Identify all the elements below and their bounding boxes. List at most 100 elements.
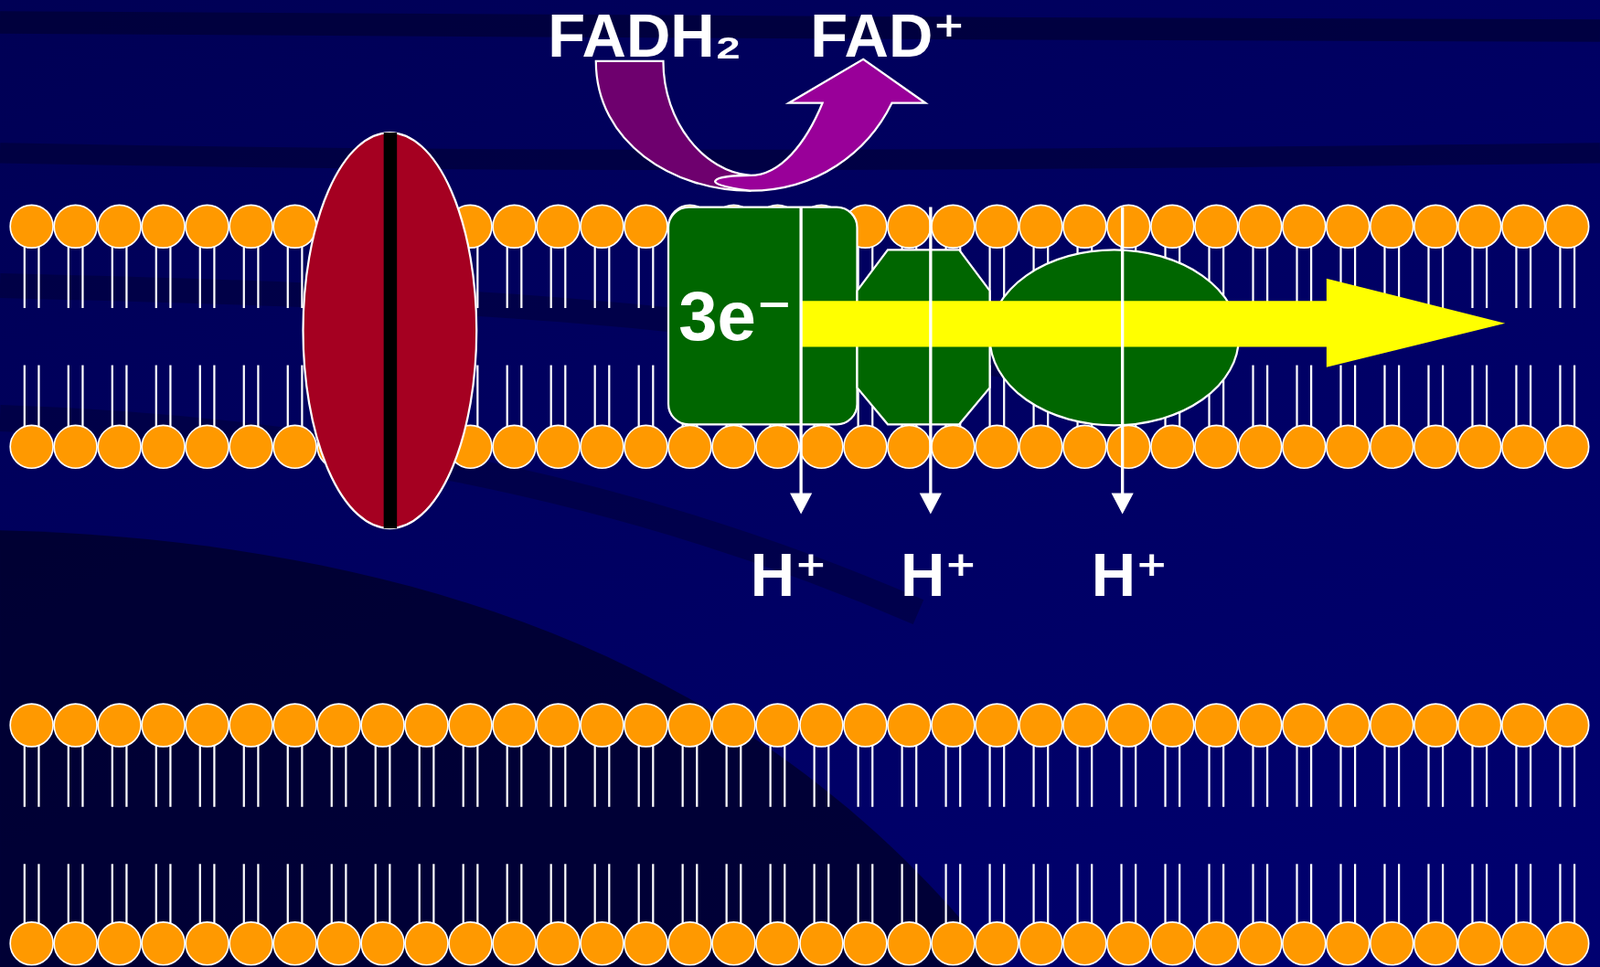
lipid-head	[492, 704, 536, 747]
lipid-tail	[1295, 365, 1298, 429]
lipid-tail	[1471, 864, 1473, 926]
lipid-head	[887, 204, 931, 248]
lipid-head	[405, 922, 448, 966]
lipid-tail	[1529, 365, 1532, 429]
lipid-tail	[1002, 744, 1005, 808]
lipid-head	[800, 425, 843, 469]
lipid-tail	[155, 365, 158, 429]
lipid-head	[97, 204, 141, 248]
lipid-tail	[374, 744, 377, 808]
lipid-tail	[564, 365, 566, 429]
lipid-tail	[1266, 365, 1269, 429]
lipid-tail	[125, 245, 128, 309]
lipid-tail	[944, 744, 947, 808]
complex-box: 3e⁻	[668, 207, 857, 426]
lipid-head	[975, 922, 1019, 966]
lipid-tail	[564, 245, 566, 309]
lipid-tail	[1163, 744, 1166, 808]
lipid-tail	[1529, 245, 1532, 309]
lipid-tail	[1558, 864, 1561, 926]
lipid-tail	[1573, 864, 1576, 926]
lipid-head	[756, 922, 800, 966]
lipid-tail	[827, 744, 830, 808]
lipid-tail	[1032, 744, 1035, 808]
lipid-tail	[1383, 365, 1386, 429]
lipid-tail	[418, 744, 421, 808]
lipid-head	[10, 704, 54, 747]
lipid-head	[185, 922, 229, 966]
lipid-head	[1107, 425, 1151, 469]
lipid-head	[975, 425, 1019, 469]
lipid-tail	[1310, 245, 1312, 309]
lipid-head	[843, 922, 887, 966]
lipid-tail	[213, 245, 215, 309]
lipid-tail	[1178, 864, 1181, 926]
lipid-head	[1370, 704, 1414, 747]
lipid-tail	[213, 744, 215, 808]
lipid-head	[931, 922, 975, 966]
electron-count: 3e⁻	[678, 277, 793, 355]
lipid-tail	[1134, 744, 1137, 808]
lipid-tail	[827, 864, 830, 926]
lipid-head	[668, 425, 712, 469]
lipid-tail	[1441, 864, 1444, 926]
lipid-head	[1107, 204, 1151, 248]
lipid-tail	[476, 744, 479, 808]
proton-arrows	[790, 207, 1133, 514]
lipid-head	[141, 704, 185, 747]
lipid-head	[1063, 204, 1107, 248]
lipid-head	[536, 425, 580, 469]
lipid-head	[361, 704, 405, 747]
lipid-tail	[651, 744, 654, 808]
lipid-tail	[1427, 744, 1430, 808]
lipid-head	[1546, 922, 1590, 966]
lipid-head	[580, 704, 624, 747]
lipid-tail	[1310, 365, 1312, 429]
lipid-tail	[900, 744, 903, 808]
lipid-tail	[256, 245, 259, 309]
lipid-head	[1107, 922, 1151, 966]
lipid-tail	[81, 245, 84, 309]
lipid-head	[887, 425, 931, 469]
lipid-head	[1370, 204, 1414, 248]
lipid-head	[1458, 922, 1502, 966]
lipid-head	[53, 704, 97, 747]
lipid-tail	[23, 744, 26, 808]
lipid-head	[53, 922, 97, 966]
lipid-tail	[199, 744, 202, 808]
lipid-head	[1019, 704, 1063, 747]
lipid-head	[668, 922, 712, 966]
lipid-tail	[125, 864, 128, 926]
lipid-head	[1502, 425, 1546, 469]
lipid-head	[361, 922, 405, 966]
lipid-head	[1151, 425, 1195, 469]
lipid-head	[492, 204, 536, 248]
lipid-head	[317, 704, 361, 747]
lipid-head	[141, 425, 185, 469]
lipid-tail	[1354, 864, 1356, 926]
lipid-head	[1194, 425, 1238, 469]
lipid-tail	[944, 864, 947, 926]
lipid-tail	[476, 365, 479, 429]
lipid-head	[624, 704, 668, 747]
lipid-leaflet	[10, 864, 1590, 965]
lipid-tail	[1032, 864, 1035, 926]
lipid-tail	[1471, 365, 1473, 429]
lipid-tail	[608, 744, 610, 808]
lipid-tail	[1310, 864, 1312, 926]
lipid-head	[1414, 204, 1458, 248]
lipid-head	[1019, 425, 1063, 469]
lipid-tail	[1514, 365, 1517, 429]
lipid-tail	[1573, 744, 1576, 808]
lipid-tail	[388, 744, 391, 808]
lipid-tail	[1558, 245, 1561, 309]
lipid-tail	[1266, 245, 1269, 309]
lipid-tail	[988, 744, 991, 808]
lipid-tail	[1295, 864, 1298, 926]
lipid-head	[1194, 704, 1238, 747]
lipid-tail	[915, 864, 918, 926]
lipid-head	[668, 704, 712, 747]
lipid-head	[1063, 922, 1107, 966]
lipid-tail	[256, 365, 259, 429]
lipid-tail	[1266, 744, 1269, 808]
